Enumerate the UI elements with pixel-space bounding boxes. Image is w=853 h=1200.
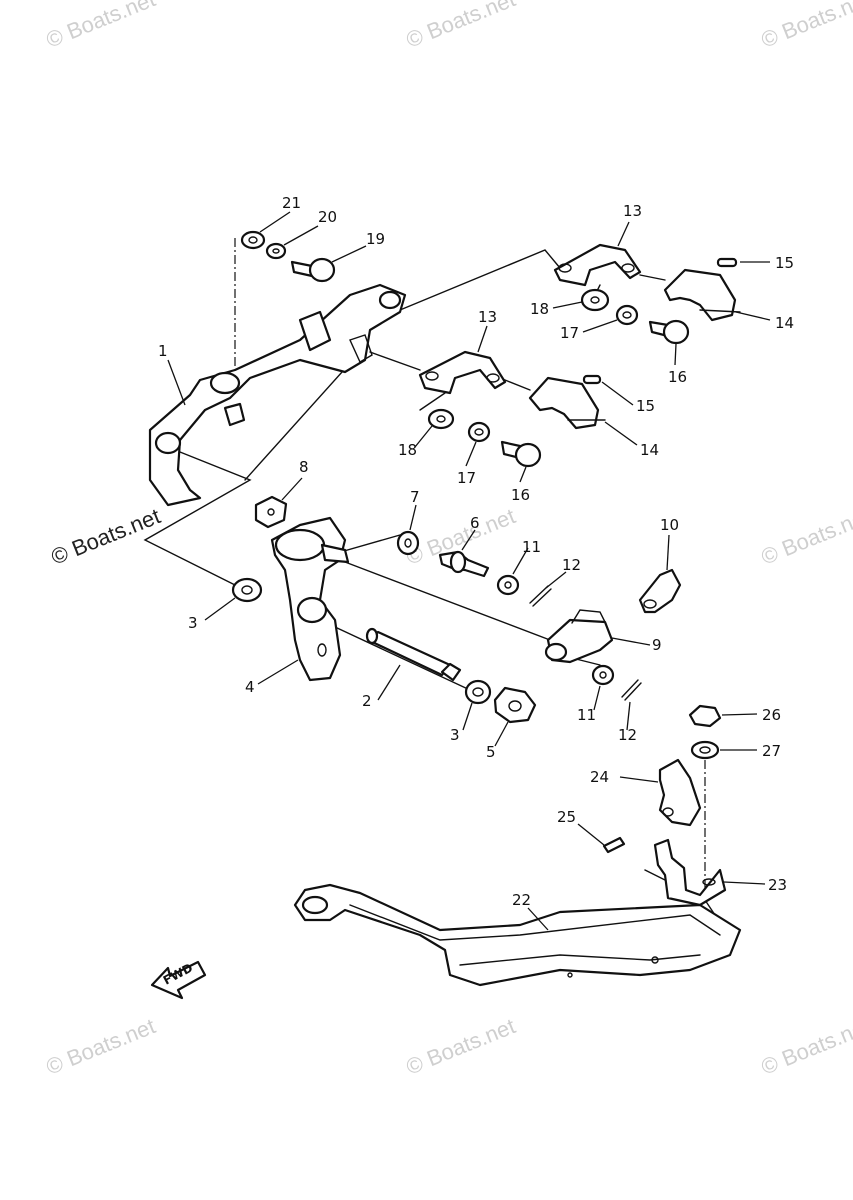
callout-12-lower: 12 [618, 726, 637, 744]
callout-17-upper: 17 [560, 324, 579, 342]
part-3-washer-left [231, 577, 263, 603]
part-15-pin-middle [582, 374, 602, 385]
part-12-pin-lower [621, 679, 642, 701]
part-13-clip-upper [553, 243, 642, 287]
callout-13-middle: 13 [478, 308, 497, 326]
callout-26: 26 [762, 706, 781, 724]
callout-13-upper: 13 [623, 202, 642, 220]
part-26-cap [688, 704, 722, 728]
part-18-washer-upper [580, 288, 610, 312]
callout-16-upper: 16 [668, 368, 687, 386]
part-7-washer [396, 530, 420, 556]
callout-8: 8 [299, 458, 309, 476]
part-14-holder-upper [663, 268, 741, 322]
callout-21: 21 [282, 194, 301, 212]
callout-1: 1 [158, 342, 168, 360]
callout-11-lower: 11 [577, 706, 596, 724]
part-16-bolt-middle [500, 440, 542, 468]
part-6-stud [438, 550, 490, 578]
part-11-washer-lower [591, 664, 615, 686]
watermark: © Boats.net [403, 1013, 519, 1079]
callout-17-middle: 17 [457, 469, 476, 487]
part-27-washer [690, 740, 720, 760]
part-20-washer [265, 242, 287, 260]
callout-4: 4 [245, 678, 255, 696]
watermark: © Boats.net [403, 0, 519, 53]
part-22-arm [293, 883, 742, 987]
watermarks: © Boats.net © Boats.net © Boats.net © Bo… [43, 0, 853, 1080]
callout-18-upper: 18 [530, 300, 549, 318]
assembly-lines [143, 238, 716, 916]
part-13-clip-middle [418, 350, 507, 395]
callout-18-middle: 18 [398, 441, 417, 459]
callout-10: 10 [660, 516, 679, 534]
part-24-holder [658, 758, 702, 827]
part-4-lever [270, 516, 350, 682]
leader-lines [167, 211, 771, 931]
watermark: © Boats.net [758, 503, 853, 569]
part-9-joint [544, 609, 614, 664]
callout-23: 23 [768, 876, 787, 894]
part-25-pin [602, 836, 626, 854]
part-3-washer-lower [464, 679, 492, 705]
callout-20: 20 [318, 208, 337, 226]
part-11-washer-upper [496, 574, 520, 596]
callout-14-middle: 14 [640, 441, 659, 459]
part-17-washer-upper [615, 304, 639, 326]
callout-2: 2 [362, 692, 372, 710]
watermark: © Boats.net [758, 0, 853, 53]
part-5-nut [493, 686, 537, 724]
callout-25: 25 [557, 808, 576, 826]
callout-5: 5 [486, 743, 496, 761]
watermark: © Boats.net [758, 1013, 853, 1079]
callout-7: 7 [410, 488, 420, 506]
callout-16-middle: 16 [511, 486, 530, 504]
callout-19: 19 [366, 230, 385, 248]
watermark: © Boats.net [43, 1013, 159, 1079]
part-23-bracket [653, 838, 727, 907]
watermark: © Boats.net [48, 503, 164, 569]
callout-6: 6 [470, 514, 480, 532]
watermark: © Boats.net [43, 0, 159, 53]
callout-14-upper: 14 [775, 314, 794, 332]
part-2-shaft [365, 627, 462, 682]
part-14-holder-middle [528, 376, 606, 430]
callout-3-left: 3 [188, 614, 198, 632]
part-19-bolt [290, 257, 336, 283]
callout-22: 22 [512, 891, 531, 909]
part-21-washer [240, 230, 266, 250]
callout-24: 24 [590, 768, 609, 786]
part-17-washer-middle [467, 421, 491, 443]
callouts: 21 20 19 1 13 15 14 18 17 16 13 15 14 18… [158, 194, 794, 909]
part-15-pin-upper [716, 257, 738, 268]
fwd-arrow: FWD [150, 961, 207, 1000]
callout-12-upper: 12 [562, 556, 581, 574]
callout-15-upper: 15 [775, 254, 794, 272]
part-8-nut [254, 495, 288, 529]
callout-3-lower: 3 [450, 726, 460, 744]
part-10-rod-end [638, 568, 682, 614]
callout-9: 9 [652, 636, 662, 654]
part-1-bracket [148, 283, 407, 507]
part-16-bolt-upper [648, 319, 690, 345]
callout-11-upper: 11 [522, 538, 541, 556]
callout-15-middle: 15 [636, 397, 655, 415]
part-18-washer-middle [427, 408, 455, 430]
callout-27: 27 [762, 742, 781, 760]
part-12-pin-upper [529, 585, 552, 607]
